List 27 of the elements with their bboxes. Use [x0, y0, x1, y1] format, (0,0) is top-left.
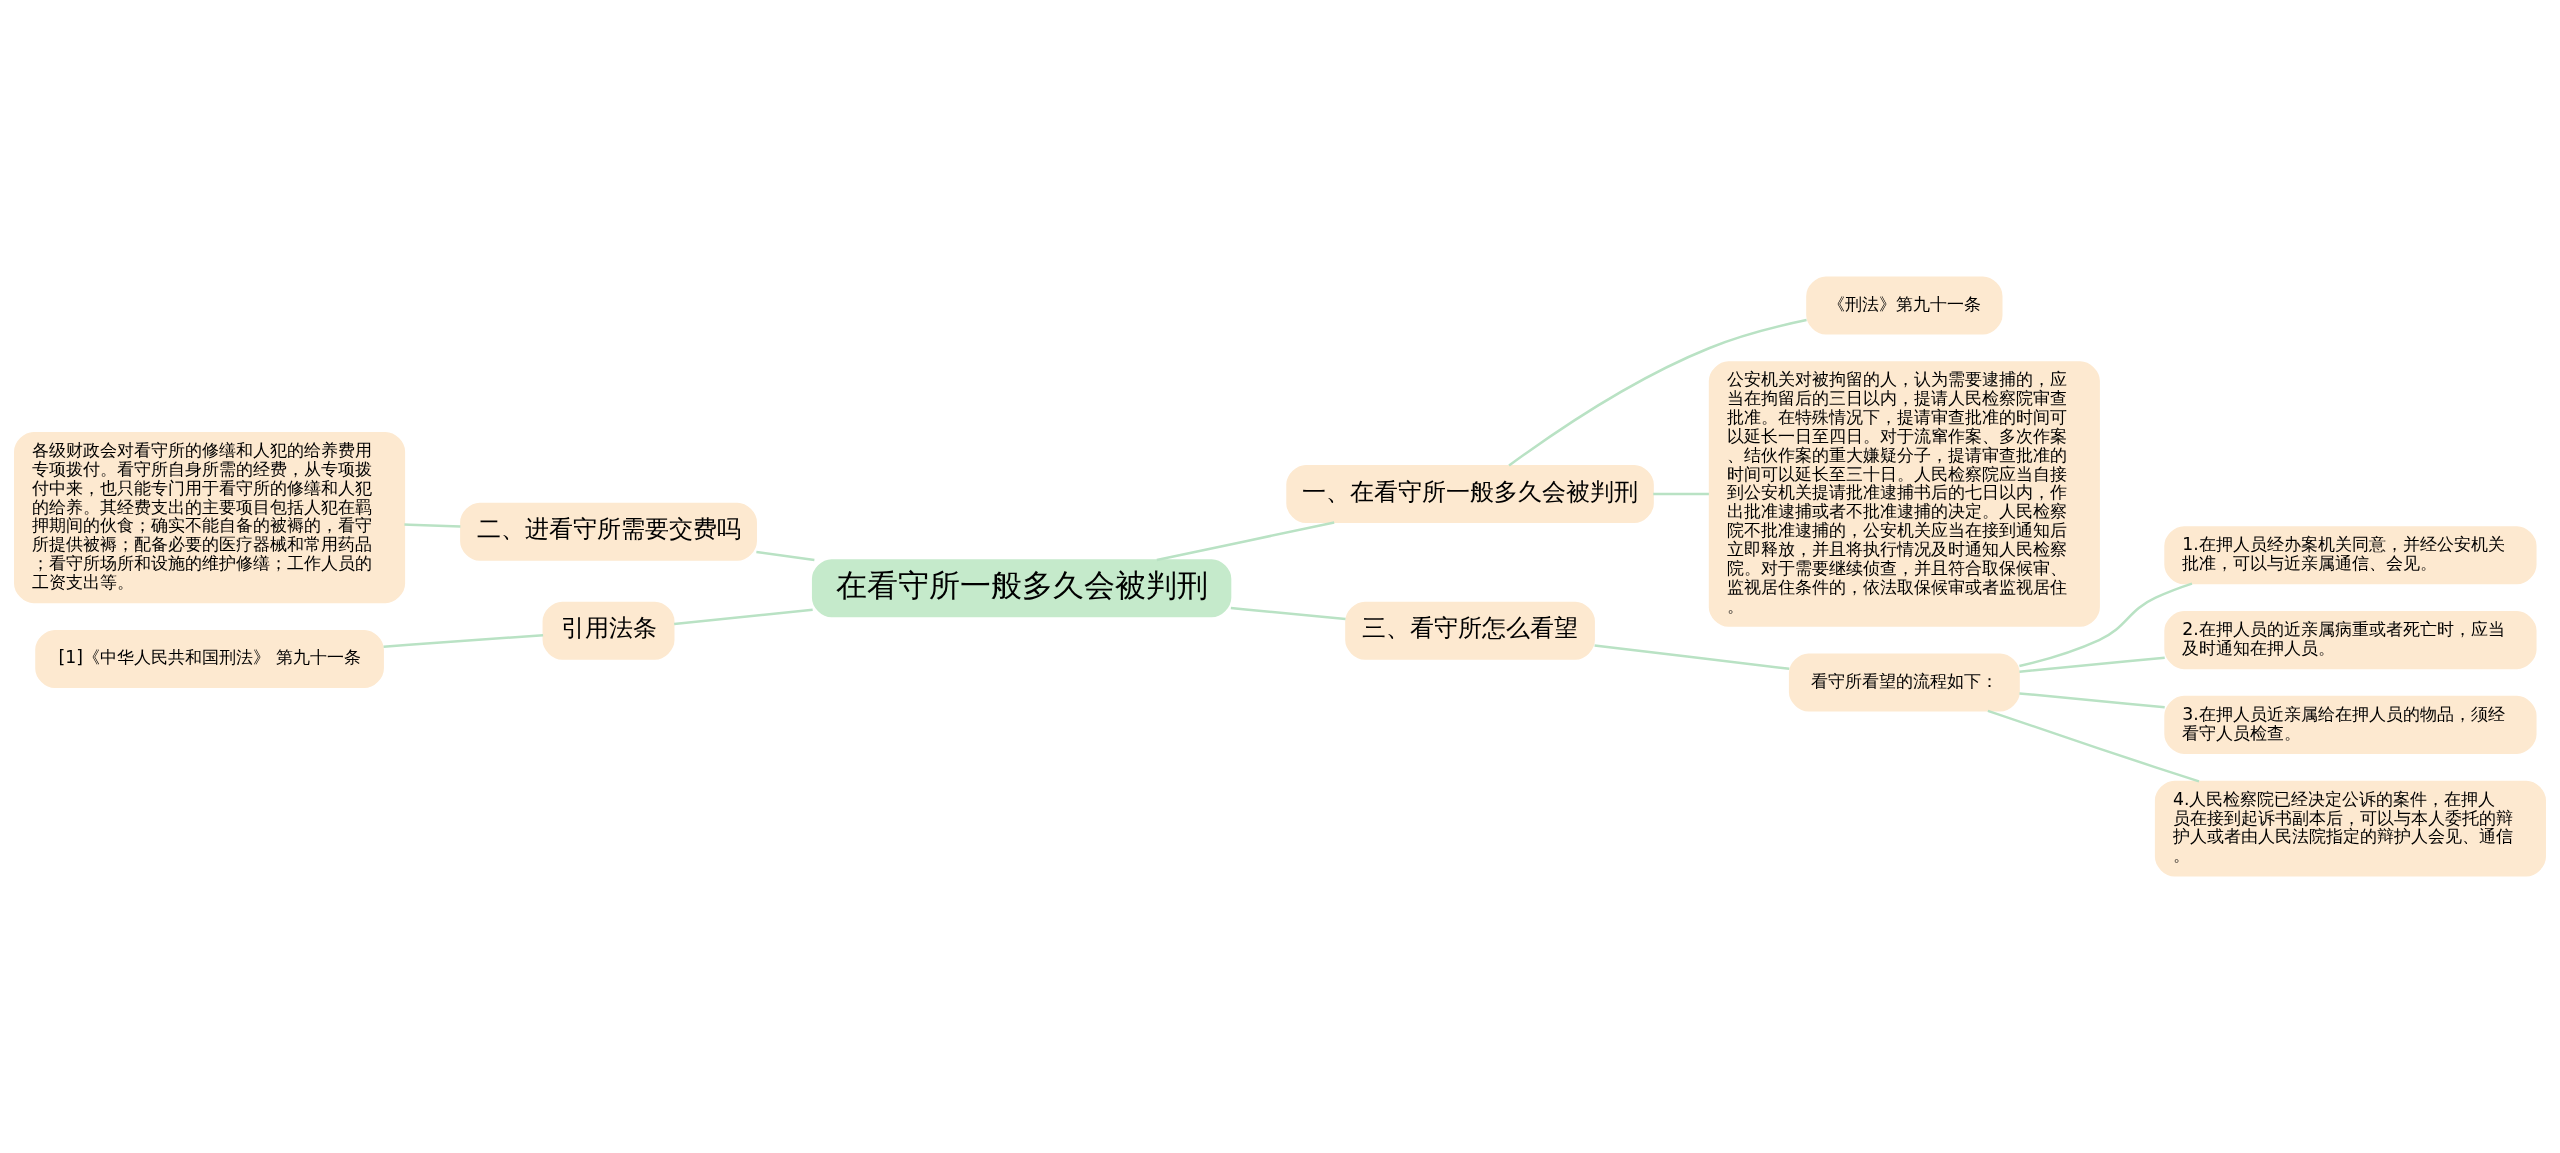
connector	[404, 523, 461, 528]
connector	[2019, 582, 2193, 668]
node-box: 2.在押人员的近亲属病重或者死亡时，应当及时通知在押人员。	[2164, 611, 2537, 670]
connector	[1653, 492, 1709, 496]
connector	[2019, 656, 2165, 673]
node-box: [1]《中华人民共和国刑法》 第九十一条	[35, 629, 384, 688]
connector	[1156, 521, 1335, 562]
connector	[1594, 644, 1790, 671]
node-box: 《刑法》第九十一条	[1806, 276, 2003, 335]
node-box: 三、看守所怎么看望	[1345, 601, 1595, 660]
connector	[1230, 606, 1346, 621]
node-box: 看守所看望的流程如下：	[1788, 653, 2020, 712]
connector	[756, 550, 815, 562]
node-box: 一、在看守所一般多久会被判刑	[1286, 465, 1654, 524]
node-box: 引用法条	[542, 601, 675, 660]
node-box: 公安机关对被拘留的人，认为需要逮捕的，应当在拘留后的三日以内，提请人民检察院审查批准。在特殊情况下，提请审查批准的时间可以延长一日至四日。对于流窜作案、多次作案、结伙作案的重大嫌疑分子，提请审查批准的时间可以延长至三十日。人民检察院应当自接到公安机关提请批准逮捕书后的七日以内，作出批准逮捕或者不批准逮捕的决定。人民检察院不批准逮捕的，公安机关应当在接到通知后立即释放，并且将执行情况及时通知人民检察院。对于需要继续侦查，并且符合取保候审、监视居住条件的，依法取保候审或者监视居住。	[1708, 361, 2100, 627]
connector	[2019, 692, 2165, 709]
node-box: 在看守所一般多久会被判刑	[811, 559, 1232, 618]
node-box: 1.在押人员经办案机关同意，并经公安机关批准，可以与近亲属通信、会见。	[2164, 526, 2537, 585]
node-box: 二、进看守所需要交费吗	[460, 502, 757, 561]
node-box: 3.在押人员近亲属给在押人员的物品，须经看守人员检查。	[2164, 695, 2537, 754]
connector	[383, 634, 544, 648]
connector	[674, 608, 813, 626]
connector	[1508, 318, 1807, 467]
node-box: 4.人民检察院已经决定公诉的案件，在押人员在接到起诉书副本后，可以与本人委托的辩护人或者由人民法院指定的辩护人会见、通信。	[2154, 780, 2546, 877]
connector	[1987, 709, 2200, 783]
node-box: 各级财政会对看守所的修缮和人犯的给养费用专项拨付。看守所自身所需的经费，从专项拨付中来，也只能专门用于看守所的修缮和人犯的给养。其经费支出的主要项目包括人犯在羁押期间的伙食；确实不能自备的被褥的，看守所提供被褥；配备必要的医疗器械和常用药品；看守所场所和设施的维护修缮；工作人员的工资支出等。	[14, 432, 406, 604]
